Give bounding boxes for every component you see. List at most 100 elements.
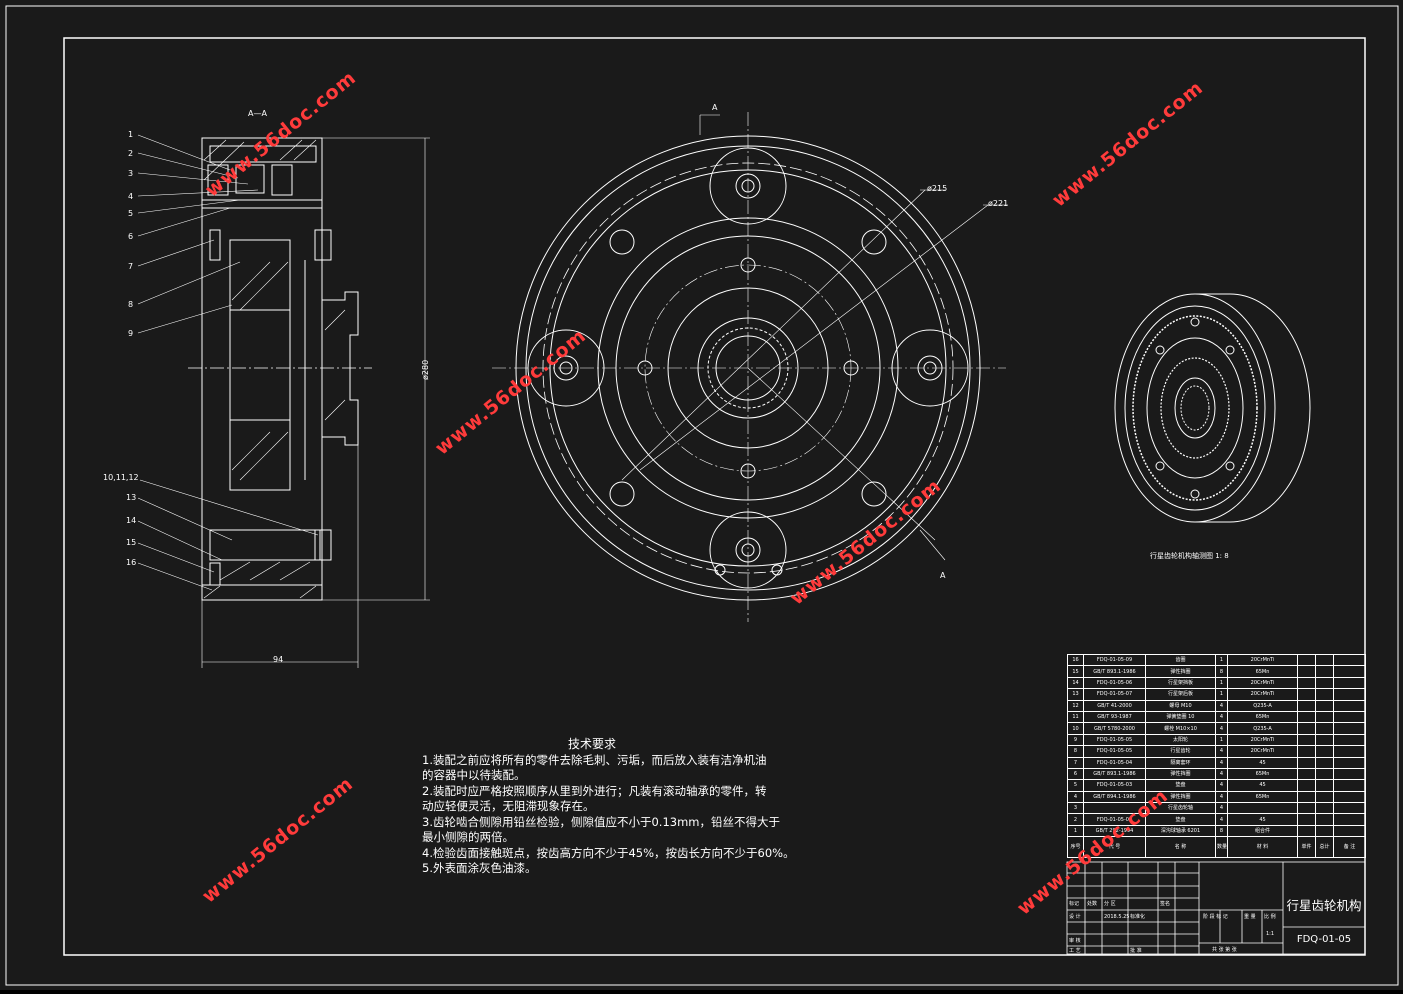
bom-cell xyxy=(1333,722,1366,735)
callout-5: 5 xyxy=(128,209,133,218)
inner-border xyxy=(63,37,1366,956)
bom-cell: 4 xyxy=(1215,767,1228,781)
bom-cell: 45 xyxy=(1227,813,1298,826)
bom-header-cell: 数量 xyxy=(1215,836,1228,859)
tb-label-approve: 批 准 xyxy=(1130,947,1142,954)
bom-cell xyxy=(1333,790,1366,804)
bom-cell: 弹性挡圈 xyxy=(1145,767,1216,781)
bom-cell xyxy=(1333,710,1366,724)
bom-cell xyxy=(1333,813,1366,826)
bom-cell: 65Mn xyxy=(1227,710,1298,724)
bom-cell: 16 xyxy=(1067,653,1084,667)
bom-cell: 行星齿轮 xyxy=(1145,745,1216,758)
bom-cell: 4 xyxy=(1215,802,1228,815)
bom-cell xyxy=(1315,710,1334,724)
bom-cell: 太阳轮 xyxy=(1145,733,1216,747)
bom-cell: 4 xyxy=(1215,779,1228,792)
bom-cell xyxy=(1297,802,1316,815)
bom-cell xyxy=(1333,688,1366,701)
bom-cell xyxy=(1333,824,1366,838)
bom-header-cell: 材 料 xyxy=(1227,836,1298,859)
bom-cell: GB/T 93-1987 xyxy=(1083,710,1146,724)
notes-line: 的容器中以待装配。 xyxy=(422,768,526,782)
iso-caption: 行星齿轮机构轴测图 1: 8 xyxy=(1150,551,1229,560)
bom-cell: 1 xyxy=(1067,824,1084,838)
bom-cell xyxy=(1297,779,1316,792)
bom-header-cell: 单件 xyxy=(1297,836,1316,859)
section-label: A—A xyxy=(248,109,267,118)
notes-line: 3.齿轮啮合侧隙用铅丝检验，侧隙值应不小于0.13mm，铅丝不得大于 xyxy=(422,814,780,829)
bom-cell: GB/T 41-2000 xyxy=(1083,699,1146,712)
notes-title: 技术要求 xyxy=(567,737,616,751)
bom-cell xyxy=(1333,676,1366,690)
outer-border xyxy=(5,5,1399,986)
bom-cell: 6 xyxy=(1067,767,1084,781)
bom-cell: 8 xyxy=(1215,665,1228,678)
callout-9: 9 xyxy=(128,329,133,338)
bom-cell xyxy=(1297,699,1316,712)
bom-header-cell: 名 称 xyxy=(1145,836,1216,859)
bom-cell xyxy=(1315,802,1334,815)
bom-cell xyxy=(1297,710,1316,724)
callout-8: 8 xyxy=(128,300,133,309)
bom-cell xyxy=(1315,699,1334,712)
tb-label-review: 审 核 xyxy=(1069,937,1081,944)
part-callouts: 1 2 3 4 5 6 7 8 9 10,11,12 13 14 15 16 xyxy=(103,130,139,567)
bom-cell: 45 xyxy=(1227,779,1298,792)
bom-cell: 65Mn xyxy=(1227,790,1298,804)
bom-cell xyxy=(1297,767,1316,781)
bom-cell xyxy=(1315,676,1334,690)
dim-d280: ø280 xyxy=(421,360,430,380)
tb-label-process: 工 艺 xyxy=(1069,948,1081,954)
bom-cell xyxy=(1297,745,1316,758)
drawing-title: 行星齿轮机构 xyxy=(1286,898,1362,913)
callout-4: 4 xyxy=(128,192,133,201)
bom-cell: 组合件 xyxy=(1227,824,1298,838)
bom-cell: 4 xyxy=(1067,790,1084,804)
bom-cell xyxy=(1315,824,1334,838)
bom-cell xyxy=(1315,745,1334,758)
bom-cell: Q235-A xyxy=(1227,722,1298,735)
bom-cell xyxy=(1333,653,1366,667)
bom-cell: 深沟球轴承 6201 xyxy=(1145,824,1216,838)
bom-cell: 45 xyxy=(1227,756,1298,769)
bom-cell: 15 xyxy=(1067,665,1084,678)
notes-line: 动应轻便灵活，无阻滞现象存在。 xyxy=(422,799,595,813)
bom-cell xyxy=(1333,779,1366,792)
bom-cell: FDQ-01-05-05 xyxy=(1083,733,1146,747)
tb-label-design: 设 计 xyxy=(1069,913,1081,920)
bom-cell xyxy=(1333,767,1366,781)
bom-cell: 8 xyxy=(1215,824,1228,838)
tb-label-std: 标准化 xyxy=(1130,913,1145,920)
drawing-code: FDQ-01-05 xyxy=(1296,934,1352,945)
dim-d215: ø215 xyxy=(927,184,947,193)
bom-cell: FDQ-01-05-04 xyxy=(1083,756,1146,769)
bom-cell: FDQ-01-05-05 xyxy=(1083,745,1146,758)
bom-cell: 1 xyxy=(1215,688,1228,701)
bom-cell xyxy=(1297,824,1316,838)
title-block xyxy=(1066,861,1366,955)
bom-cell xyxy=(1315,779,1334,792)
bom-cell: 1 xyxy=(1215,653,1228,667)
bom-cell: 隔离套环 xyxy=(1145,756,1216,769)
callout-15: 15 xyxy=(126,538,136,547)
bom-cell: GB/T 893.1-1986 xyxy=(1083,665,1146,678)
bom-cell: 螺母 M10 xyxy=(1145,699,1216,712)
tb-label-count: 处数 xyxy=(1087,900,1097,907)
bom-cell: 1 xyxy=(1215,733,1228,747)
bom-cell: 20CrMnTi xyxy=(1227,688,1298,701)
bom-cell xyxy=(1315,722,1334,735)
bom-cell xyxy=(1297,653,1316,667)
tb-label-mark: 标记 xyxy=(1069,900,1079,907)
bom-cell xyxy=(1227,802,1298,815)
tb-label-sheets: 共 张 第 张 xyxy=(1212,946,1237,953)
bom-cell: 3 xyxy=(1067,802,1084,815)
